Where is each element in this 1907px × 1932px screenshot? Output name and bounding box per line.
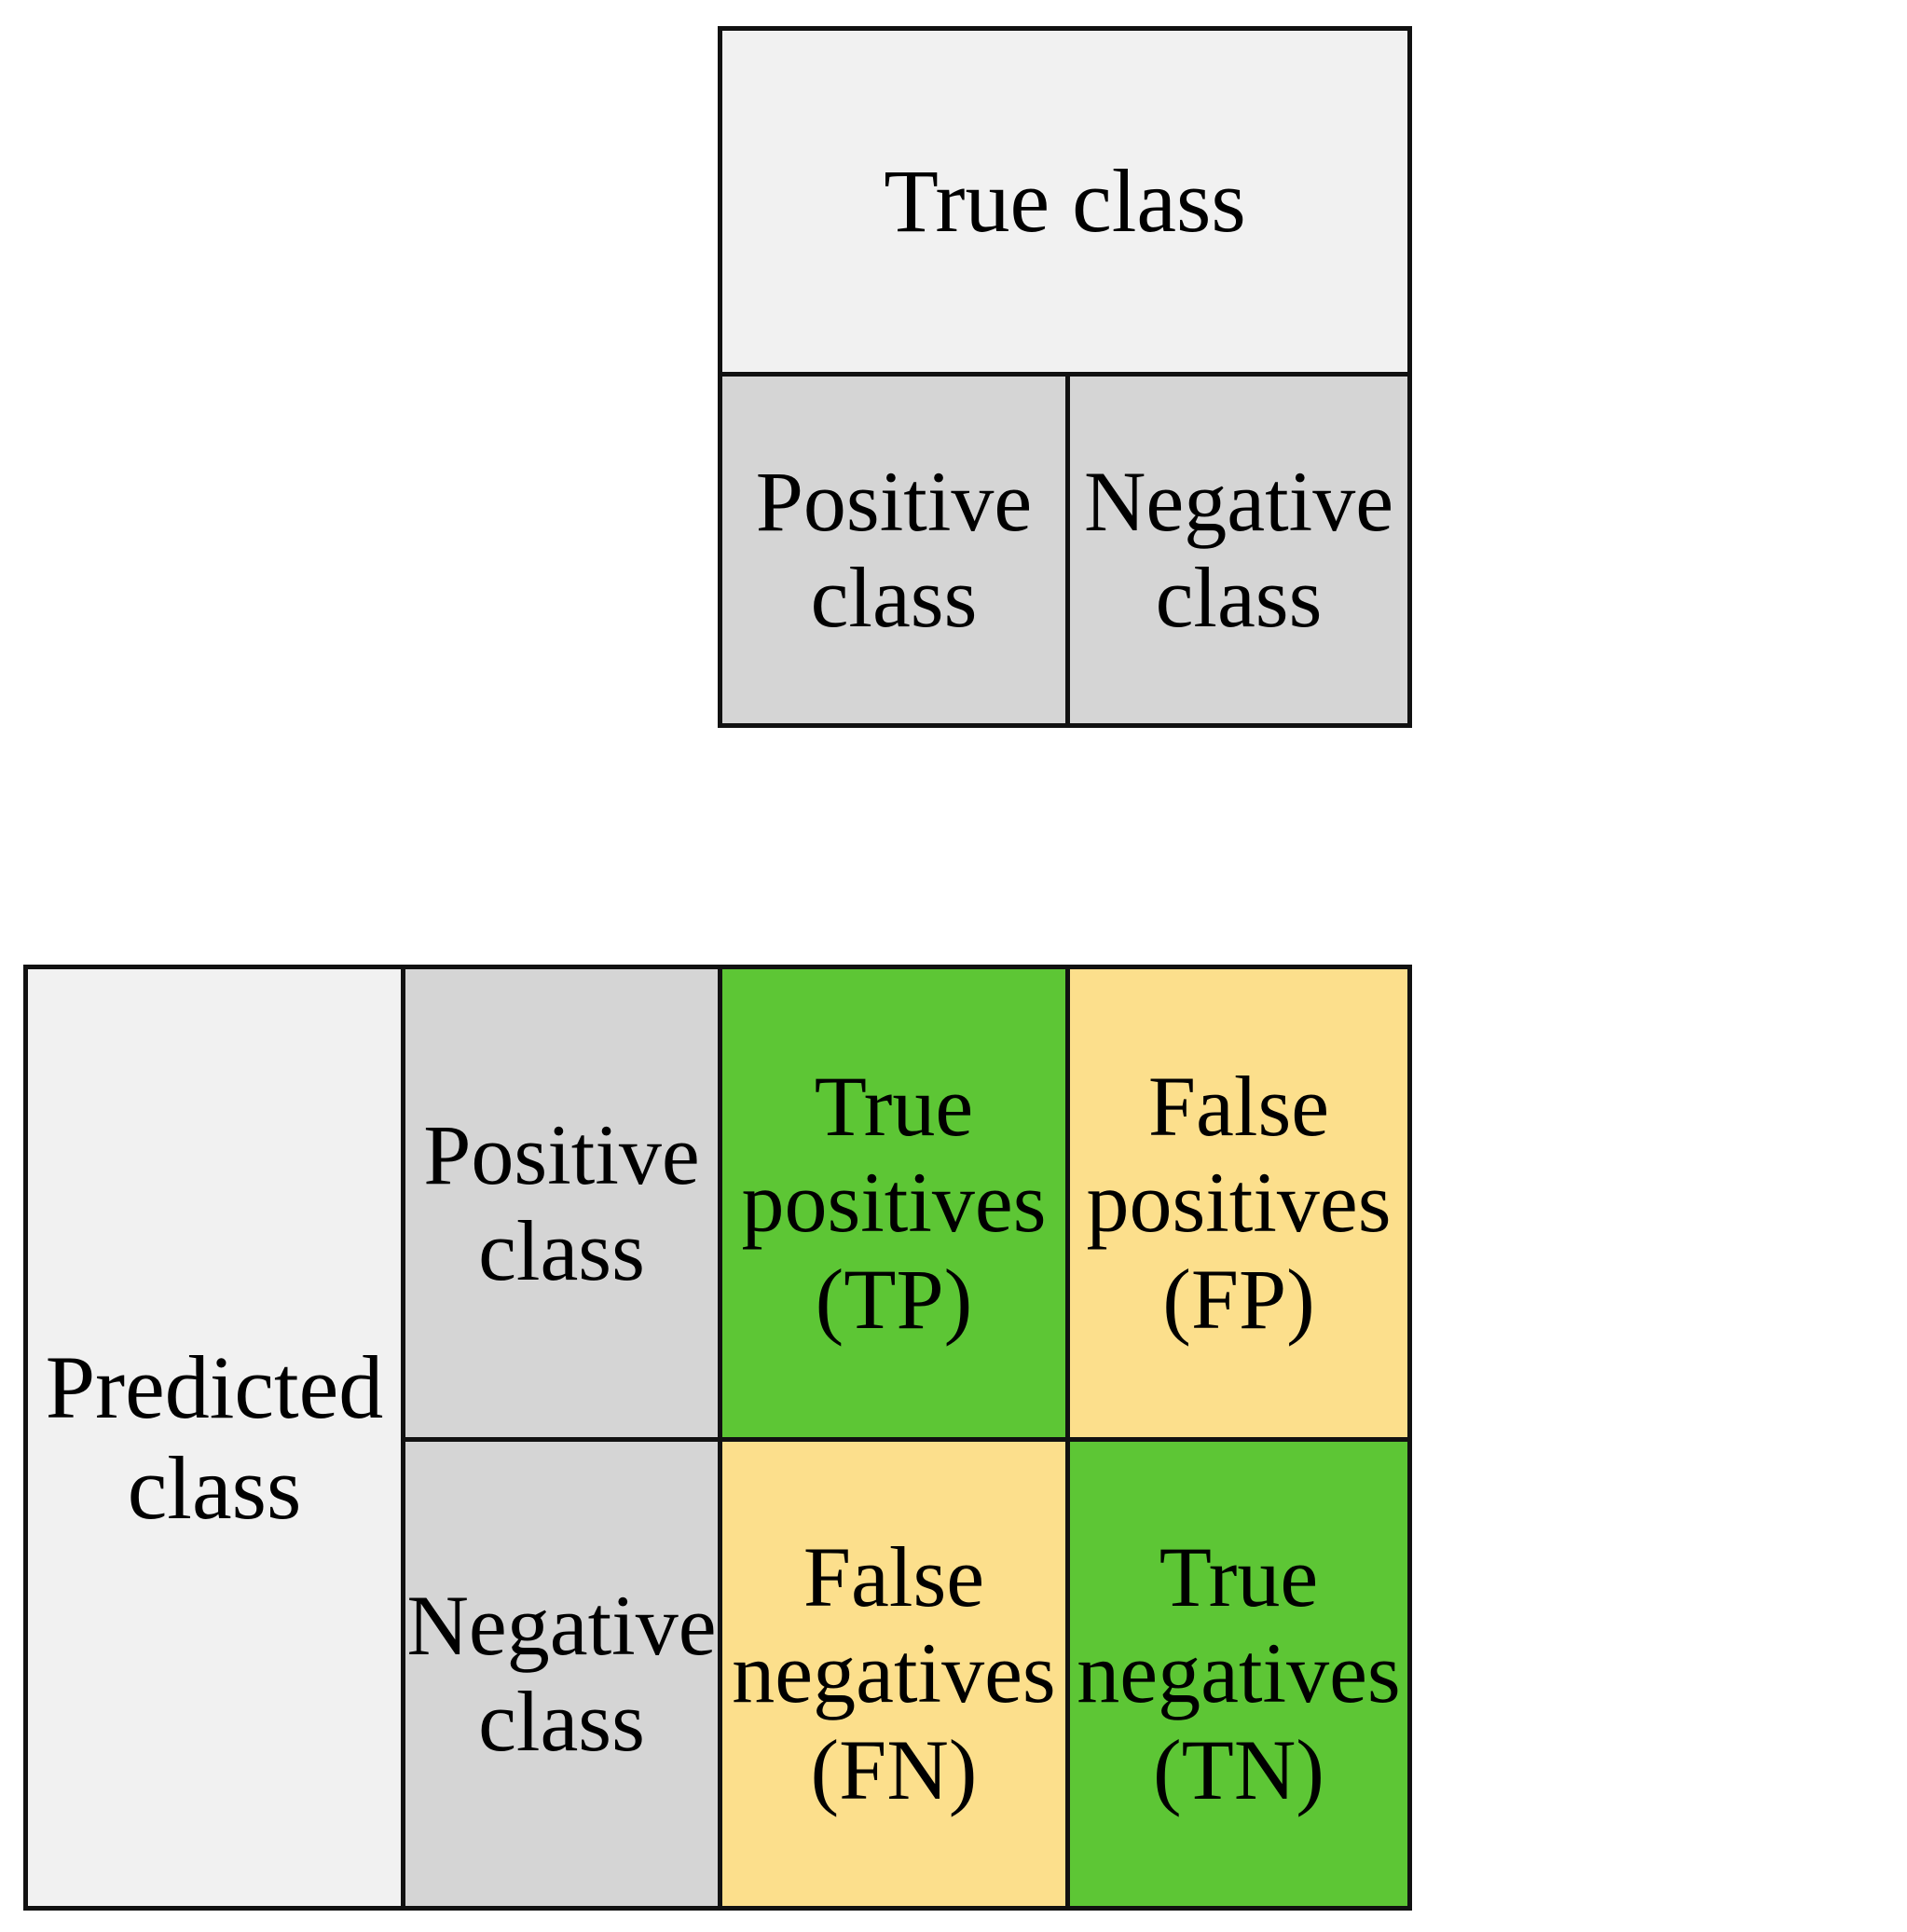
- matrix-cell-true-negatives-line1: True: [1159, 1529, 1319, 1625]
- row-header-negative-class-line2: class: [478, 1674, 645, 1769]
- matrix-cell-false-positives-line2: positives: [1086, 1155, 1392, 1251]
- column-header-negative-class-line1: Negative: [1083, 453, 1394, 549]
- column-header-positive-class: Positive class: [718, 372, 1070, 728]
- matrix-cell-true-negatives: True negatives (TN): [1065, 1437, 1412, 1911]
- matrix-cell-true-positives-line3: (TP): [815, 1251, 973, 1347]
- matrix-cell-false-negatives-line3: (FN): [810, 1721, 978, 1817]
- true-class-axis-label-text: True class: [884, 151, 1246, 252]
- row-header-positive-class-line1: Positive: [423, 1106, 700, 1202]
- matrix-cell-false-positives: False positives (FP): [1065, 965, 1412, 1442]
- matrix-cell-true-positives-line1: True: [814, 1059, 974, 1155]
- row-header-negative-class-line1: Negative: [406, 1577, 717, 1673]
- column-header-positive-class-line1: Positive: [755, 453, 1033, 549]
- matrix-cell-true-positives-line2: positives: [741, 1155, 1047, 1251]
- column-header-negative-class: Negative class: [1065, 372, 1412, 728]
- true-class-axis-label: True class: [718, 26, 1412, 377]
- column-header-positive-class-line2: class: [810, 550, 978, 645]
- row-header-positive-class-line2: class: [478, 1203, 645, 1298]
- row-header-positive-class: Positive class: [401, 965, 722, 1442]
- matrix-cell-false-negatives-line2: negatives: [732, 1625, 1056, 1721]
- matrix-cell-false-negatives: False negatives (FN): [718, 1437, 1070, 1911]
- row-header-negative-class: Negative class: [401, 1437, 722, 1911]
- matrix-cell-true-negatives-line3: (TN): [1153, 1721, 1324, 1817]
- matrix-cell-false-negatives-line1: False: [803, 1529, 985, 1625]
- matrix-cell-false-positives-line1: False: [1147, 1059, 1330, 1155]
- predicted-class-axis-label: Predicted class: [23, 965, 405, 1911]
- matrix-cell-true-positives: True positives (TP): [718, 965, 1070, 1442]
- matrix-cell-false-positives-line3: (FP): [1162, 1251, 1315, 1347]
- predicted-class-axis-label-line1: Predicted: [45, 1336, 384, 1437]
- predicted-class-axis-label-line2: class: [127, 1437, 302, 1538]
- matrix-cell-true-negatives-line2: negatives: [1077, 1625, 1401, 1721]
- column-header-negative-class-line2: class: [1155, 550, 1323, 645]
